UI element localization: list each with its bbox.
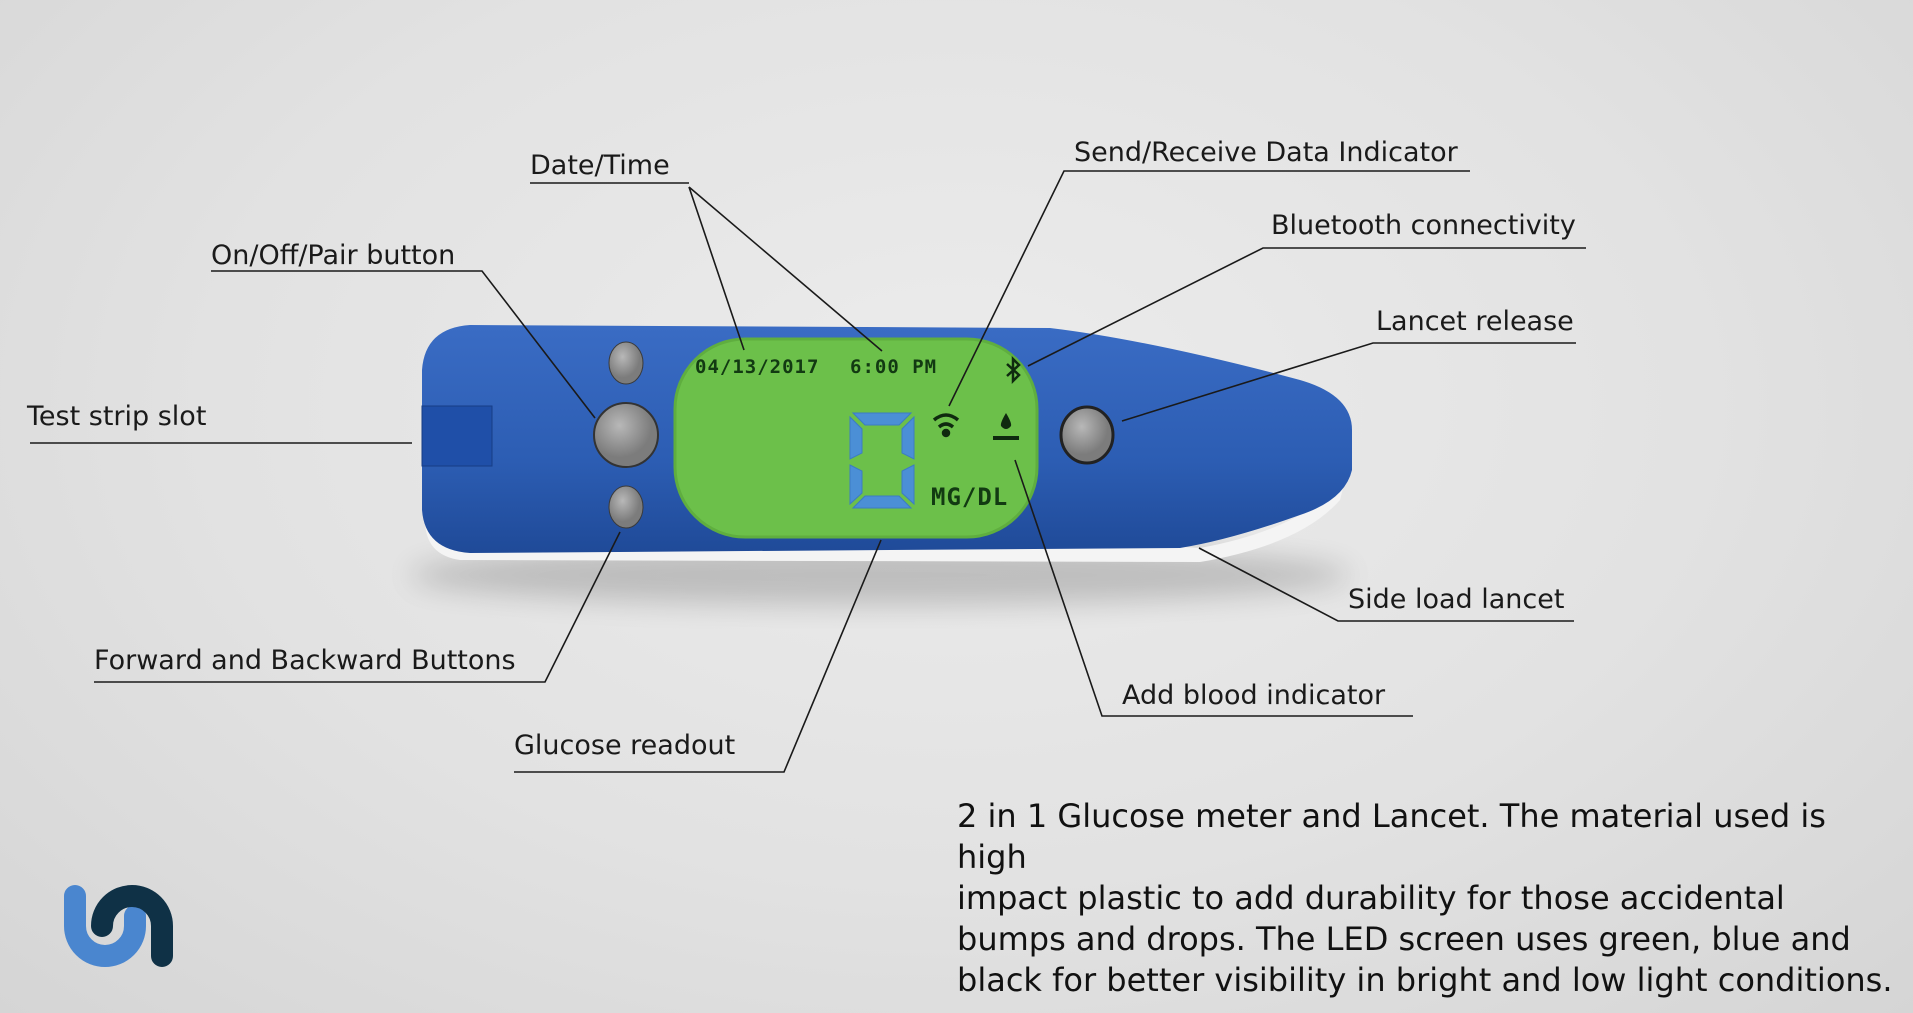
label-date-time: Date/Time	[530, 150, 670, 181]
description-line: black for better visibility in bright an…	[957, 961, 1893, 999]
add-blood-icon	[993, 413, 1019, 440]
wifi-icon	[932, 413, 960, 438]
bluetooth-icon	[1006, 355, 1021, 385]
on-off-pair-button	[593, 402, 659, 468]
label-on-off: On/Off/Pair button	[211, 240, 456, 271]
label-send-receive: Send/Receive Data Indicator	[1074, 137, 1458, 168]
lancet-release-button	[1059, 405, 1115, 465]
test-strip-slot	[421, 405, 493, 467]
label-lancet-release: Lancet release	[1376, 306, 1574, 337]
brand-logo	[64, 885, 173, 967]
backward-button	[608, 341, 644, 385]
screen-unit: MG/DL	[931, 483, 1009, 511]
screen-date: 04/13/2017	[695, 356, 820, 378]
description-line: bumps and drops. The LED screen uses gre…	[957, 920, 1851, 958]
label-add-blood: Add blood indicator	[1122, 680, 1386, 711]
description-line: 2 in 1 Glucose meter and Lancet. The mat…	[957, 797, 1826, 876]
label-side-load: Side load lancet	[1348, 584, 1565, 615]
label-glucose-readout: Glucose readout	[514, 730, 736, 761]
label-bluetooth: Bluetooth connectivity	[1271, 210, 1576, 241]
forward-button	[608, 485, 644, 529]
leader-lines	[30, 170, 1586, 773]
description-line: impact plastic to add durability for tho…	[957, 879, 1785, 917]
seven-segment-digit	[849, 412, 915, 509]
label-fwd-back: Forward and Backward Buttons	[94, 645, 516, 676]
description: 2 in 1 Glucose meter and Lancet. The mat…	[957, 796, 1897, 1001]
label-test-strip: Test strip slot	[27, 401, 207, 432]
screen-time: 6:00 PM	[850, 356, 938, 378]
